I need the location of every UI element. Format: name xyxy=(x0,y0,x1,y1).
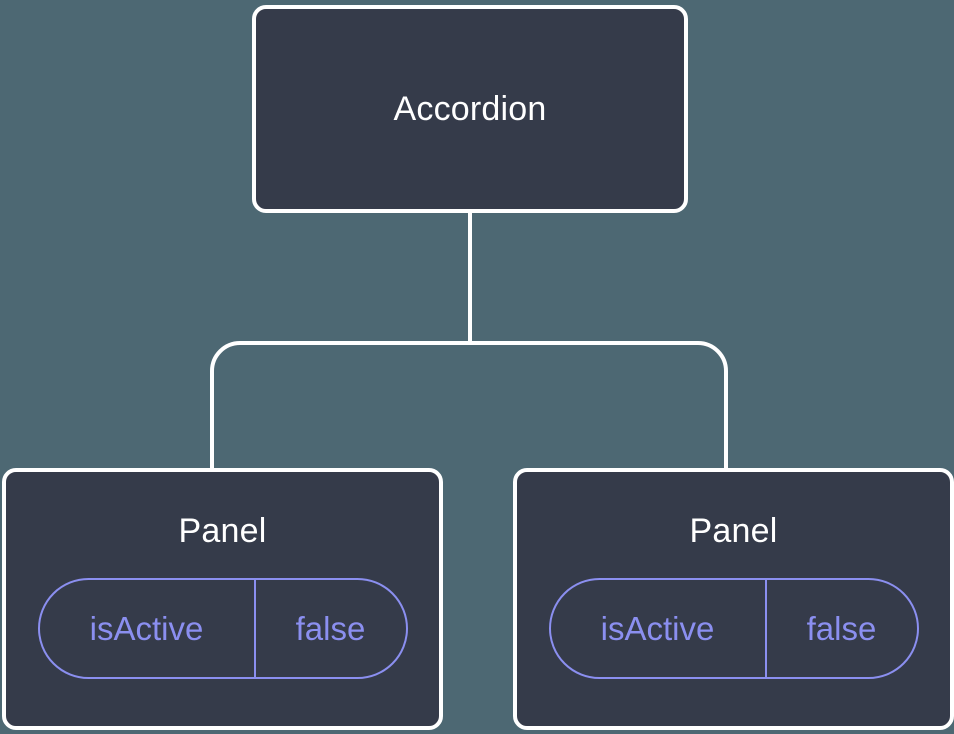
edge-to-left-panel xyxy=(210,341,470,470)
state-pill-left-key: isActive xyxy=(89,610,204,647)
node-panel-left-label: Panel xyxy=(178,512,267,550)
edge-to-right-panel xyxy=(470,341,728,470)
state-pill-left-value: false xyxy=(295,610,366,647)
node-panel-right-label: Panel xyxy=(689,512,778,550)
state-pill-left-divider xyxy=(253,580,256,677)
state-pill-left[interactable]: isActive false xyxy=(37,578,408,679)
node-panel-right[interactable]: Panel isActive false xyxy=(513,468,954,730)
state-pill-right-divider xyxy=(764,580,767,677)
node-accordion-label: Accordion xyxy=(393,90,547,128)
node-accordion[interactable]: Accordion xyxy=(252,5,688,213)
state-pill-right-key: isActive xyxy=(600,610,715,647)
state-pill-right-value: false xyxy=(806,610,877,647)
state-pill-right[interactable]: isActive false xyxy=(548,578,919,679)
node-panel-left[interactable]: Panel isActive false xyxy=(2,468,443,730)
